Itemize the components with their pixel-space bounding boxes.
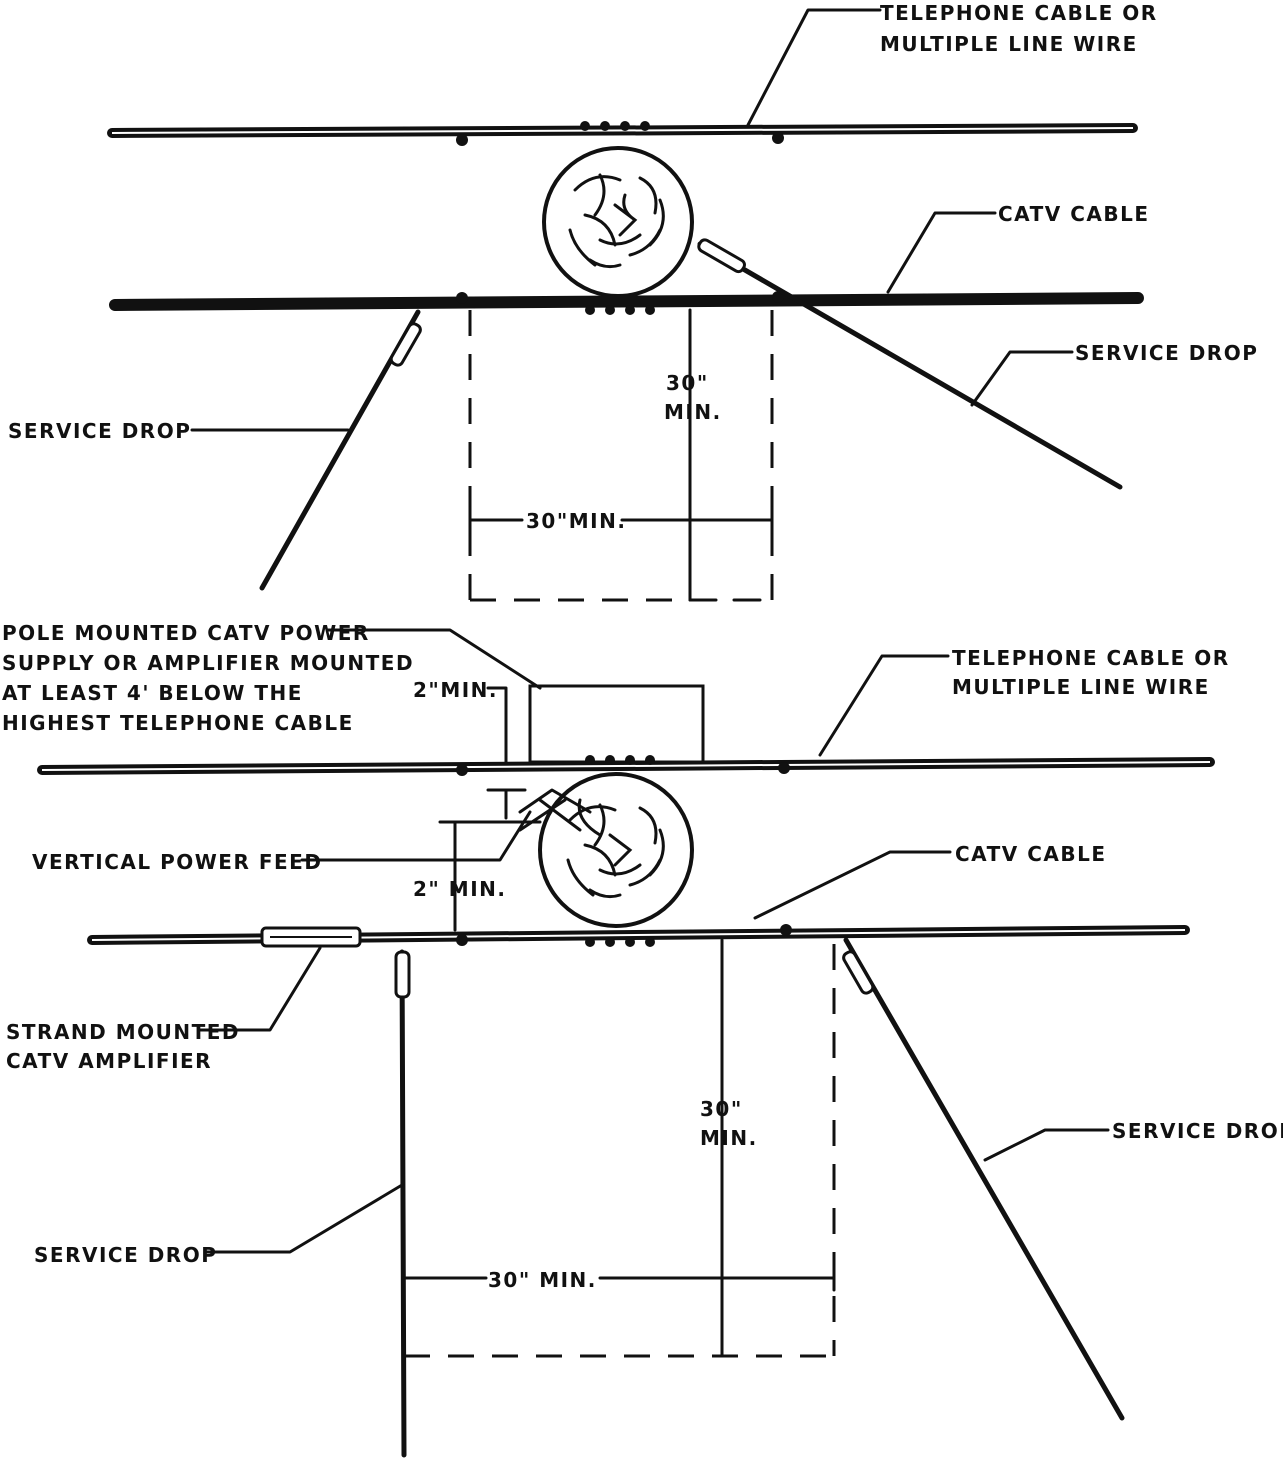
lower-service-drop-right-line	[842, 937, 1125, 1421]
vertical-power-feed-label: VERTICAL POWER FEED	[32, 850, 322, 874]
lower-service-drop-left-line	[394, 949, 411, 1458]
upper-telephone-label-2: MULTIPLE LINE WIRE	[880, 32, 1138, 56]
lower-catv-cable	[87, 924, 1190, 948]
upper-service-drop-left-label: SERVICE DROP	[8, 419, 191, 443]
lower-diagram: POLE MOUNTED CATV POWER SUPPLY OR AMPLIF…	[2, 621, 1283, 1458]
upper-pole-cross-section	[542, 146, 694, 298]
lower-telephone-leader	[818, 654, 950, 757]
upper-horizontal-clearance-label: 30"MIN.	[526, 509, 626, 533]
upper-service-drop-right-line	[697, 238, 1123, 490]
upper-telephone-label-1: TELEPHONE CABLE OR	[880, 1, 1158, 25]
upper-service-drop-left-line	[259, 309, 422, 591]
vertical-power-feed-leader	[300, 810, 532, 862]
lower-clearance-zone	[402, 938, 836, 1358]
upper-service-drop-right-leader	[970, 350, 1074, 407]
upper-telephone-leader	[746, 8, 882, 127]
power-supply-label-3: AT LEAST 4' BELOW THE	[2, 681, 303, 705]
lower-service-drop-left-label: SERVICE DROP	[34, 1243, 217, 1267]
lower-vertical-clearance-label-2: MIN.	[700, 1126, 758, 1150]
lower-service-drop-right-leader	[983, 1128, 1110, 1162]
power-supply-box	[528, 684, 705, 764]
lower-telephone-label-1: TELEPHONE CABLE OR	[952, 646, 1230, 670]
lower-catv-leader	[753, 850, 952, 920]
upper-catv-label: CATV CABLE	[998, 202, 1150, 226]
power-supply-label-1: POLE MOUNTED CATV POWER	[2, 621, 370, 645]
lower-catv-label: CATV CABLE	[955, 842, 1107, 866]
lower-vertical-clearance-label-1: 30"	[700, 1097, 743, 1121]
upper-service-drop-right-label: SERVICE DROP	[1075, 341, 1258, 365]
upper-catv-leader	[886, 211, 997, 294]
upper-telephone-cable	[107, 121, 1138, 146]
vertical-power-feed-bracket	[486, 788, 592, 832]
lower-service-drop-left-leader	[204, 1183, 404, 1254]
amplifier-label-2: CATV AMPLIFIER	[6, 1049, 212, 1073]
upper-diagram: TELEPHONE CABLE OR MULTIPLE LINE WIRE CA…	[8, 1, 1258, 602]
lower-top-gap-label: 2"MIN.	[413, 678, 498, 702]
power-supply-label-2: SUPPLY OR AMPLIFIER MOUNTED	[2, 651, 414, 675]
lower-horizontal-clearance-label: 30" MIN.	[488, 1268, 597, 1292]
upper-clearance-zone	[468, 308, 774, 602]
upper-vertical-clearance-label-2: MIN.	[664, 400, 722, 424]
upper-catv-cable	[109, 291, 1144, 315]
power-supply-leader	[326, 628, 542, 690]
lower-telephone-label-2: MULTIPLE LINE WIRE	[952, 675, 1210, 699]
lower-pole-cross-section	[538, 772, 694, 928]
amplifier-label-1: STRAND MOUNTED	[6, 1020, 240, 1044]
power-supply-label-4: HIGHEST TELEPHONE CABLE	[2, 711, 354, 735]
amplifier-leader	[198, 946, 322, 1032]
lower-telephone-cable	[37, 755, 1215, 776]
lower-service-drop-right-label: SERVICE DROP	[1112, 1119, 1283, 1143]
upper-vertical-clearance-label-1: 30"	[666, 371, 709, 395]
lower-feed-gap-label: 2" MIN.	[413, 877, 506, 901]
